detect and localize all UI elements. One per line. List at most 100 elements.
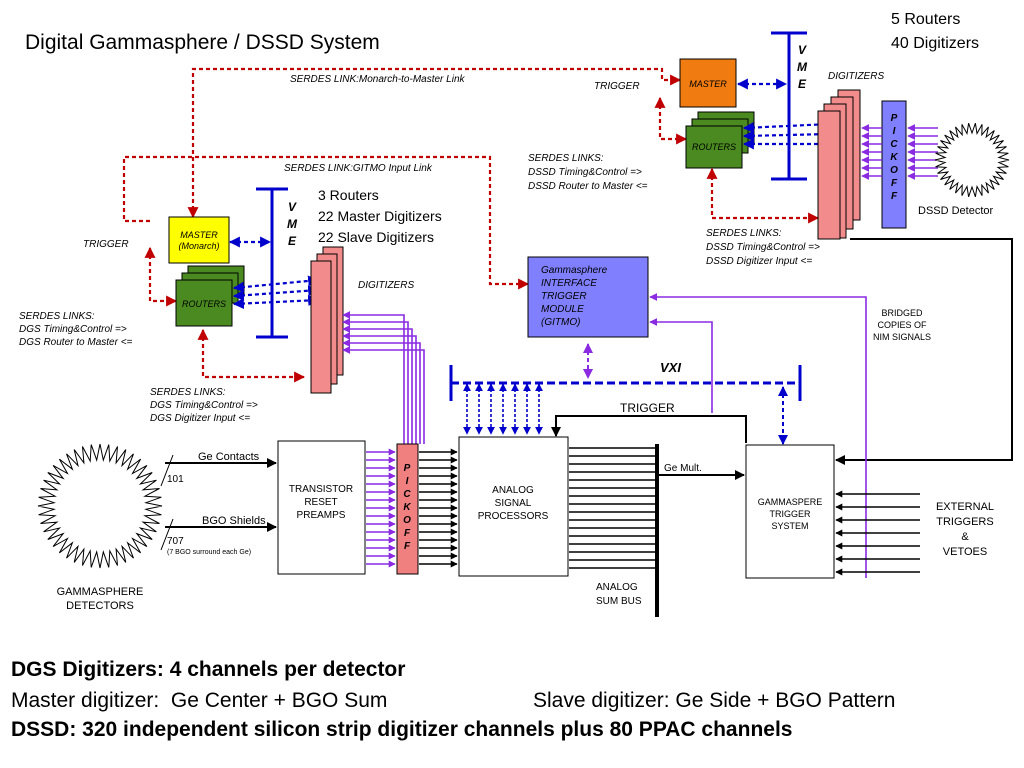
dssd-pickoff-k: K xyxy=(890,152,898,163)
dgs-pickoff-o: O xyxy=(403,515,411,526)
dgs-vme-m: M xyxy=(287,217,298,231)
caption-master-digitizer: Master digitizer: Ge Center + BGO Sum xyxy=(11,689,388,712)
gammasphere-detector-icon xyxy=(37,443,163,569)
dssd-pickoff-box: P I C K O F F xyxy=(881,100,907,229)
dgs-routers-count: 3 Routers xyxy=(318,187,379,203)
dgs-master-digitizers-count: 22 Master Digitizers xyxy=(318,208,442,224)
dssd-routers-count: 5 Routers xyxy=(891,11,960,28)
vxi-asp-links xyxy=(463,383,543,435)
dgs-trigger-label: TRIGGER xyxy=(83,239,129,250)
dssd-digitizers-count: 40 Digitizers xyxy=(891,35,979,52)
ge-mult-label: Ge Mult. xyxy=(664,463,702,474)
dssd-vme-v: V xyxy=(798,43,807,57)
dssd-trigger-label: TRIGGER xyxy=(594,81,640,92)
dgs-vme-v: V xyxy=(288,200,297,214)
dgs-pickoff-c: C xyxy=(403,489,411,500)
gts-line1: GAMMASPERE xyxy=(758,497,823,507)
asp-box xyxy=(458,436,569,577)
gitmo-input-label: SERDES LINK:GITMO Input Link xyxy=(284,163,433,174)
dgs-vme-e: E xyxy=(288,234,297,248)
dgs-serdes-digitizer-title: SERDES LINKS: xyxy=(150,387,226,398)
gts-line2: TRIGGER xyxy=(769,509,811,519)
ge-bus-slash xyxy=(160,454,174,487)
gitmo-line5: (GITMO) xyxy=(541,317,580,328)
dssd-detector-label: DSSD Detector xyxy=(918,205,994,217)
gitmo-input-link xyxy=(122,155,530,290)
external-trigger-lines xyxy=(835,490,920,576)
external-line2: TRIGGERS xyxy=(936,516,993,528)
dssd-digitizers-stack xyxy=(817,89,861,240)
monarch-sub-label: (Monarch) xyxy=(178,241,219,251)
dssd-master-box xyxy=(679,58,737,108)
preamps-box xyxy=(277,440,366,575)
dssd-serdes-router-line1: DSSD Timing&Control => xyxy=(528,167,642,178)
dssd-router-digitizer-link xyxy=(706,167,820,224)
dssd-serdes-digitizer-title: SERDES LINKS: xyxy=(706,228,782,239)
dgs-routers-stack: ROUTERS xyxy=(175,265,245,327)
preamps-line2: RESET xyxy=(304,497,337,508)
preamps-line1: TRANSISTOR xyxy=(289,484,353,495)
ge-contacts-label: Ge Contacts xyxy=(198,451,260,463)
ge-count-label: 101 xyxy=(167,474,184,485)
dssd-serdes-router-title: SERDES LINKS: xyxy=(528,153,604,164)
analog-sum-line1: ANALOG xyxy=(596,582,638,593)
asp-line2: SIGNAL xyxy=(495,498,532,509)
gitmo-box xyxy=(527,256,649,338)
dgs-router-digitizer-link xyxy=(197,328,306,383)
dgs-vme-bus: V M E xyxy=(228,187,320,339)
bgo-note-label: (7 BGO surround each Ge) xyxy=(167,549,251,556)
dgs-pickoff-f2: F xyxy=(404,541,411,552)
diagram-title: Digital Gammasphere / DSSD System xyxy=(25,31,380,54)
dssd-routers-stack: ROUTERS xyxy=(685,111,755,169)
bgo-shields-label: BGO Shields xyxy=(202,515,266,527)
dssd-digitizers-label: DIGITIZERS xyxy=(828,71,884,82)
serdes-links xyxy=(122,67,820,383)
trigger-feedback-label: TRIGGER xyxy=(620,401,675,415)
dgs-pickoff-box xyxy=(396,443,419,575)
dgs-pickoff-k: K xyxy=(403,502,411,513)
dgs-serdes-router-title: SERDES LINKS: xyxy=(19,311,95,322)
preamps-line3: PREAMPS xyxy=(297,510,346,521)
asp-to-sum-bus-lines xyxy=(569,447,655,569)
monarch-to-master-link xyxy=(187,67,682,219)
dgs-pickoff-i: I xyxy=(406,476,409,487)
bridged-line2: COPIES OF xyxy=(877,320,927,330)
dssd-routers-label: ROUTERS xyxy=(692,142,736,152)
dgs-routers-label: ROUTERS xyxy=(182,299,226,309)
vxi-bus xyxy=(449,343,802,445)
asp-line3: PROCESSORS xyxy=(478,511,549,522)
dgs-serdes-router-line2: DGS Router to Master <= xyxy=(19,337,133,348)
dssd-pickoff-i: I xyxy=(893,126,896,137)
dssd-serdes-digitizer-line2: DSSD Digitizer Input <= xyxy=(706,256,812,267)
dssd-serdes-digitizer-line1: DSSD Timing&Control => xyxy=(706,242,820,253)
dssd-detector-icon xyxy=(934,123,1010,197)
monarch-master-box xyxy=(168,216,230,264)
dgs-trigger-link xyxy=(144,246,178,307)
dssd-pickoff-f1: F xyxy=(891,178,898,189)
dgs-digitizers-label: DIGITIZERS xyxy=(358,280,414,291)
analog-sum-line2: SUM BUS xyxy=(596,596,642,607)
dgs-serdes-digitizer-line1: DGS Timing&Control => xyxy=(150,400,258,411)
dgs-pickoff-p: P xyxy=(404,463,411,474)
dssd-vme-bus: V M E xyxy=(736,31,832,181)
preamp-to-pickoff-bundle xyxy=(366,448,396,568)
gts-box xyxy=(745,444,835,579)
external-line4: VETOES xyxy=(943,546,987,558)
bgo-count-label: 707 xyxy=(167,536,184,547)
gammasphere-label-line2: DETECTORS xyxy=(66,600,134,612)
external-line3: & xyxy=(961,531,969,543)
dgs-serdes-digitizer-line2: DGS Digitizer Input <= xyxy=(150,413,250,424)
dssd-vme-e: E xyxy=(798,77,807,91)
bridged-line3: NIM SIGNALS xyxy=(873,332,931,342)
vxi-label: VXI xyxy=(660,360,681,375)
gitmo-line4: MODULE xyxy=(541,304,584,315)
dssd-to-trigger-line xyxy=(835,238,1013,465)
monarch-master-label: MASTER xyxy=(180,230,218,240)
dssd-serdes-router-line2: DSSD Router to Master <= xyxy=(528,181,648,192)
caption-dgs-channels: DGS Digitizers: 4 channels per detector xyxy=(11,658,406,681)
bgo-bus-slash xyxy=(160,518,174,551)
caption-dssd-channels: DSSD: 320 independent silicon strip digi… xyxy=(11,718,793,741)
dgs-digitizers-stack xyxy=(310,246,344,394)
monarch-to-master-label: SERDES LINK:Monarch-to-Master Link xyxy=(290,74,466,85)
dssd-pickoff-o: O xyxy=(890,165,898,176)
